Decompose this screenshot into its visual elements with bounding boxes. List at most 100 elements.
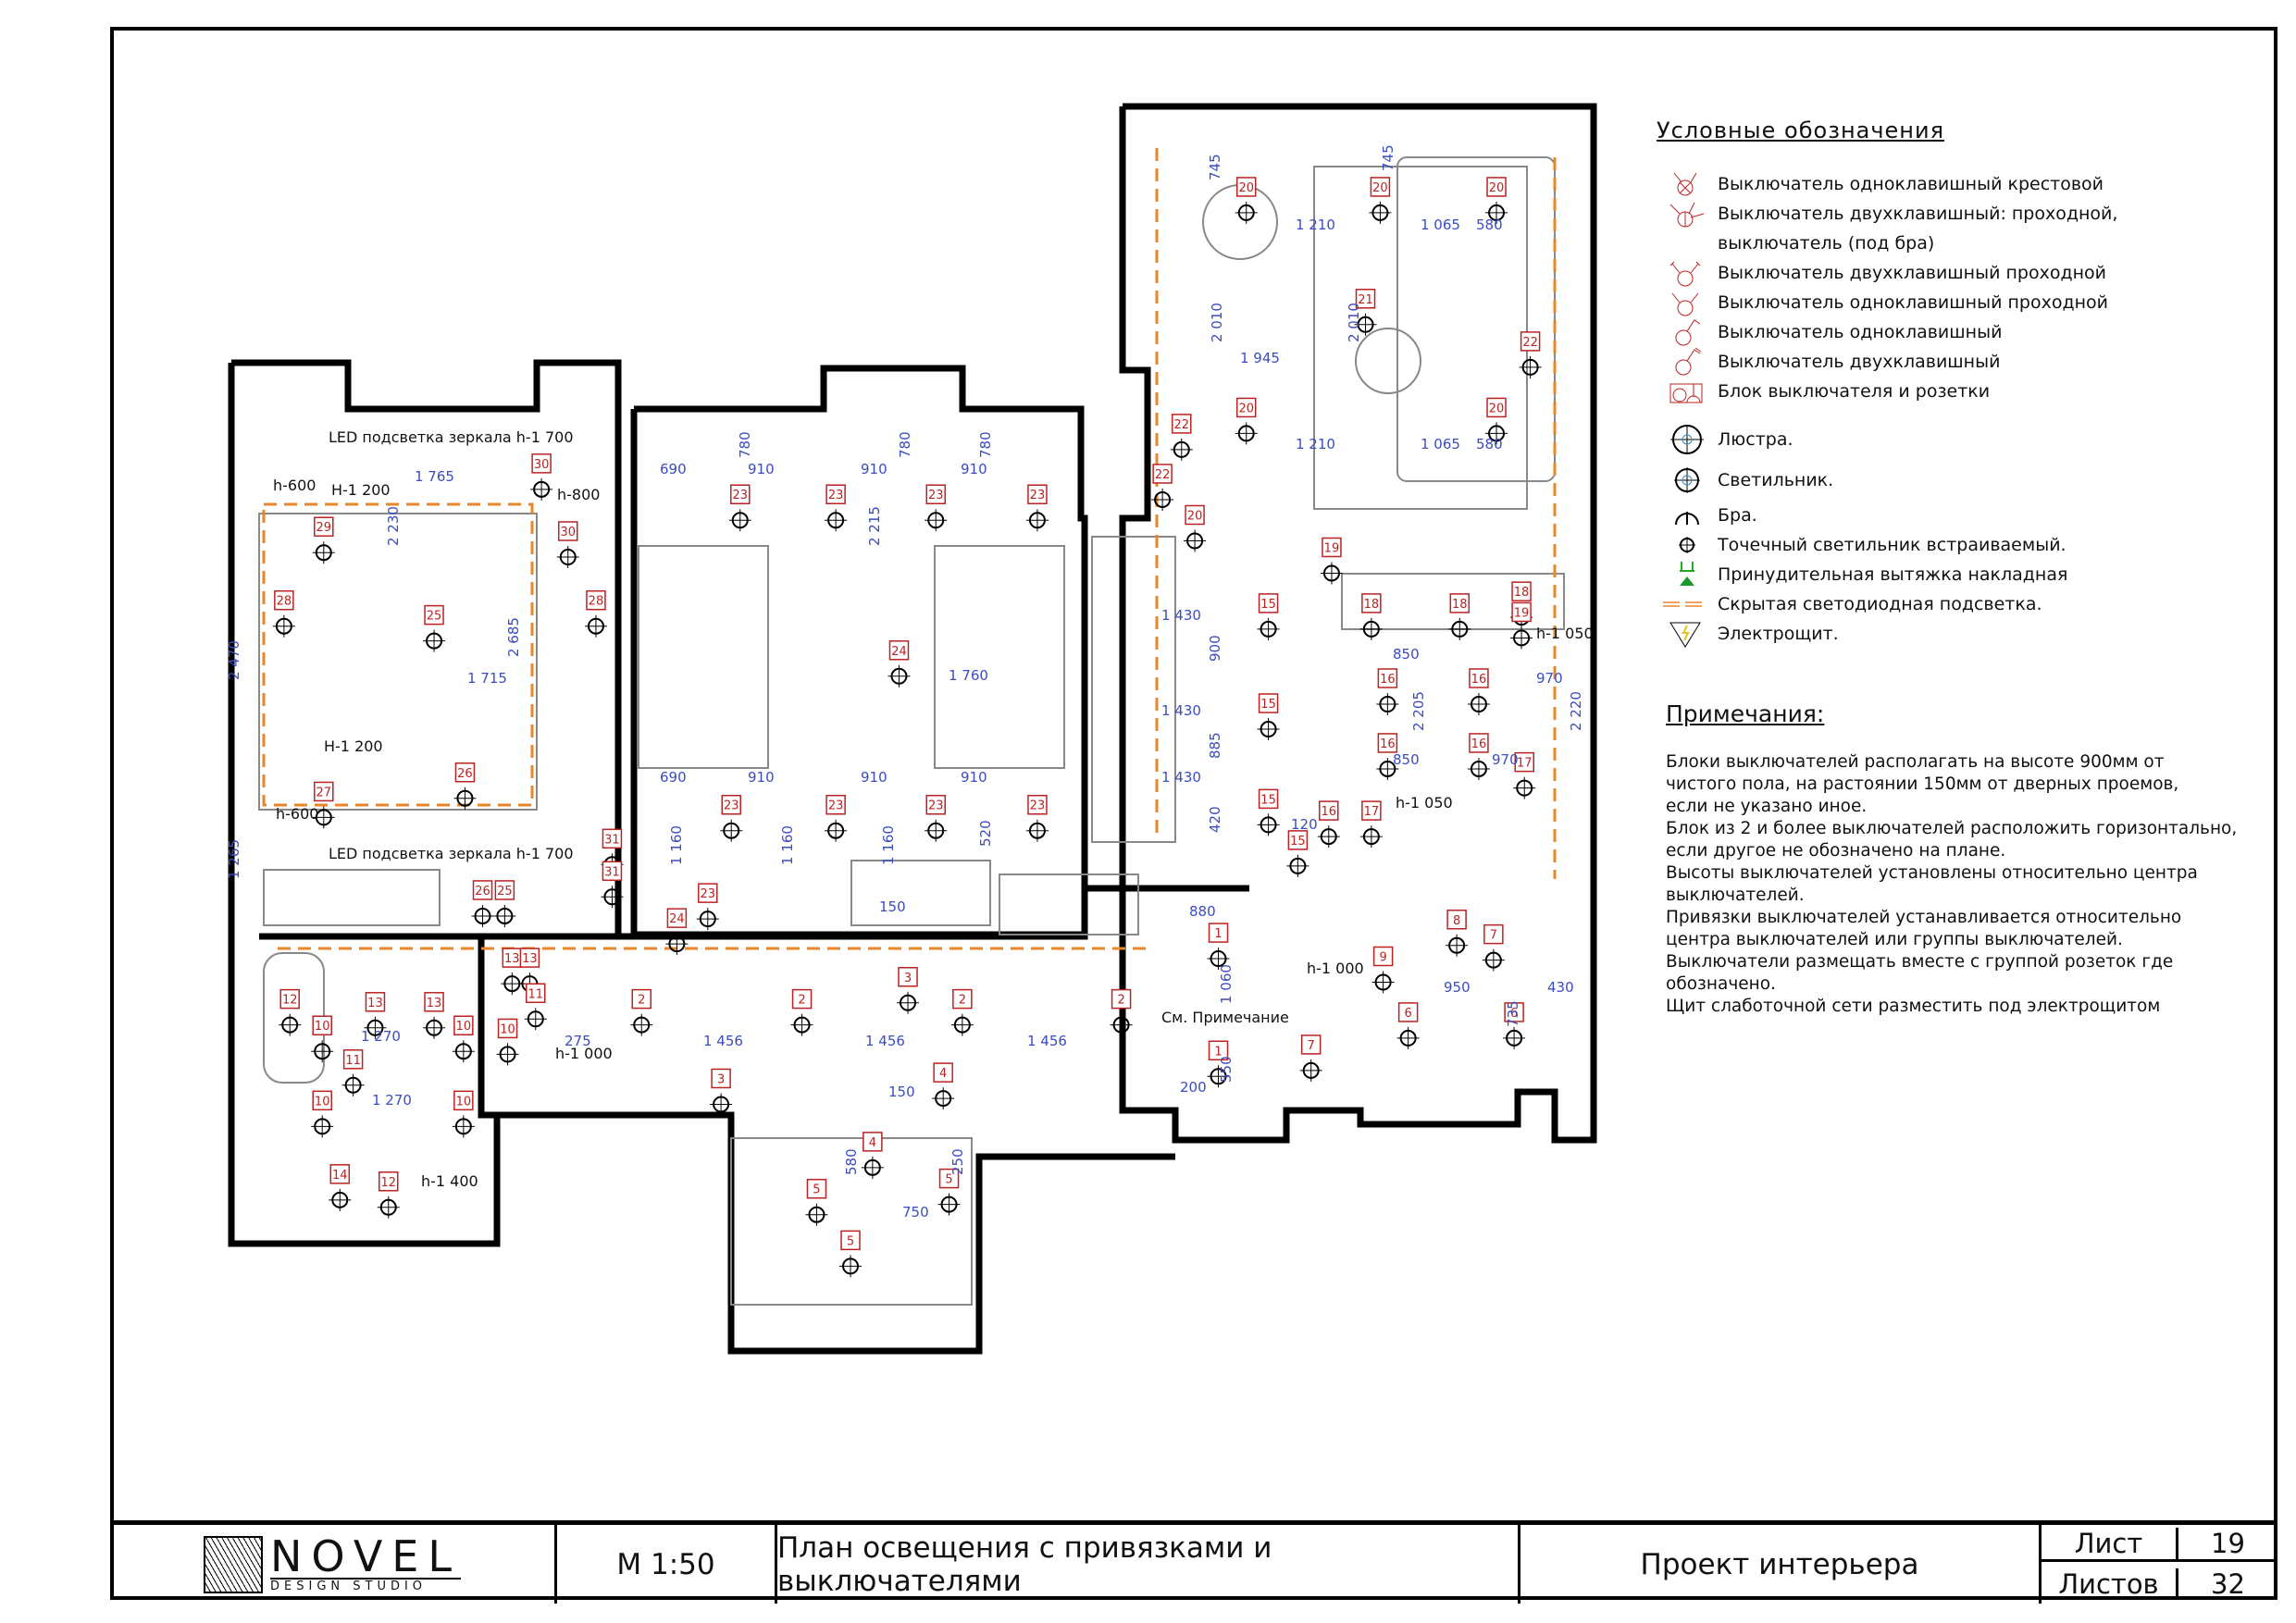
fixture-marker: 5 [805, 1178, 828, 1226]
note-line: Высоты выключателей установлены относите… [1666, 863, 2198, 883]
fixture-number: 29 [316, 521, 332, 535]
logo: NOVEL DESIGN STUDIO [110, 1525, 557, 1604]
lamp-icon [1674, 467, 1700, 493]
fixture-number: 19 [1324, 541, 1340, 555]
plan-label: h-600 [276, 805, 318, 823]
logo-name: NOVEL [270, 1531, 461, 1581]
plan-label: H-1 200 [331, 481, 391, 499]
fixture-number: 24 [891, 645, 907, 659]
fixture-number: 8 [1453, 914, 1460, 928]
dimension-label: 1 430 [1161, 702, 1201, 719]
legend-label: Люстра. [1718, 429, 1793, 450]
legend-label: Скрытая светодиодная подсветка. [1718, 594, 2042, 614]
fixture-number: 10 [500, 1022, 515, 1036]
fixture-marker: 15 [1286, 830, 1309, 877]
fixture-number: 15 [1260, 598, 1276, 612]
electrical-panel-icon [1669, 622, 1701, 648]
dimension-label: 1 765 [415, 468, 454, 485]
fixture-number: 23 [701, 887, 716, 901]
dimension-label: 580 [1476, 436, 1503, 452]
dimension-label: 885 [1207, 732, 1223, 759]
fixture-marker: 23 [1025, 794, 1049, 842]
legend-label: Бра. [1718, 505, 1757, 526]
dimension-label: 1 456 [1027, 1033, 1067, 1049]
fixture-marker: 23 [825, 794, 848, 842]
fixture-number: 3 [904, 972, 912, 985]
fixture-marker: 19 [1510, 601, 1533, 650]
dimension-label: 735 [1505, 1000, 1521, 1027]
dimension-label: 950 [1444, 979, 1471, 996]
fixture-marker: 10 [452, 1015, 475, 1063]
fixture-marker: 17 [1359, 800, 1383, 849]
fixture-number: 12 [380, 1176, 396, 1190]
dimension-label: 1 270 [361, 1028, 401, 1045]
fixture-marker: 10 [496, 1018, 519, 1066]
dimension-label: 150 [879, 898, 906, 915]
dimension-label: 2 010 [1346, 303, 1362, 342]
fixture-marker: 25 [423, 604, 446, 652]
dimension-label: 1 430 [1161, 607, 1201, 624]
fixture-number: 24 [669, 912, 685, 926]
fixture-marker: 26 [471, 880, 494, 927]
legend-label: Принудительная вытяжка накладная [1718, 564, 2068, 585]
note-line: Щит слаботочной сети разместить под элек… [1666, 997, 2161, 1016]
one-key-switch-icon [1675, 319, 1701, 346]
dimension-label: 2 215 [866, 506, 883, 546]
dimension-label: 1 270 [372, 1092, 412, 1109]
fixture-marker: 29 [312, 516, 335, 564]
fixture-marker: 26 [453, 762, 477, 810]
note-line: если другое не обозначено на плане. [1666, 841, 2006, 861]
legend-label: Электрощит. [1718, 624, 1839, 644]
dimension-label: 1 456 [865, 1033, 905, 1049]
fixture-marker: 8 [1446, 910, 1469, 957]
dimension-label: 275 [565, 1033, 591, 1049]
fixture-marker: 22 [1519, 331, 1542, 378]
note-line: обозначено. [1666, 974, 1776, 994]
fixture-marker: 13 [364, 992, 387, 1039]
fixture-marker: 3 [897, 967, 920, 1014]
legend-item: Принудительная вытяжка накладная [1657, 560, 2267, 589]
legend-label: выключатель (под бра) [1718, 233, 1935, 254]
dimension-label: 250 [949, 1148, 966, 1175]
fixture-marker: 14 [329, 1164, 352, 1211]
fixture-marker: 12 [279, 988, 302, 1036]
dimension-label: 520 [977, 820, 994, 847]
fixture-marker: 22 [1151, 464, 1174, 511]
fixture-number: 26 [475, 885, 490, 898]
fixture-number: 2 [798, 994, 805, 1008]
fixture-marker: 4 [861, 1132, 884, 1179]
fixture-marker: 1 [1207, 1040, 1230, 1088]
fixture-marker: 21 [1354, 289, 1377, 336]
fixture-marker: 3 [710, 1068, 733, 1116]
fixture-marker: 15 [1257, 693, 1280, 741]
fixture-number: 26 [457, 767, 473, 781]
fixture-number: 2 [1117, 994, 1124, 1008]
dimension-label: 2 685 [505, 617, 522, 657]
dimension-label: 850 [1393, 751, 1420, 768]
legend-item: Скрытая светодиодная подсветка. [1657, 589, 2267, 619]
plan-label: h-1 000 [555, 1045, 613, 1062]
dimension-label: 550 [1218, 1056, 1235, 1083]
fixture-marker: 20 [1369, 177, 1392, 224]
fixture-marker: 24 [887, 640, 911, 688]
fixture-marker: 23 [720, 794, 743, 842]
fixture-number: 23 [1030, 489, 1046, 502]
fixture-number: 4 [939, 1067, 947, 1081]
fixture-number: 2 [638, 994, 645, 1008]
dimension-label: 970 [1492, 751, 1519, 768]
fixture-marker: 31 [601, 861, 624, 909]
dimension-label: 880 [1189, 903, 1216, 920]
legend-item: Выключатель одноклавишный проходной [1657, 288, 2267, 317]
two-key-passthrough-sconce-switch-icon [1669, 202, 1705, 228]
fixture-number: 15 [1260, 698, 1276, 712]
legend-item: Выключатель двухклавишный: проходной, [1657, 199, 2267, 229]
fixture-number: 13 [504, 952, 520, 966]
walls [228, 103, 1597, 1355]
dimension-label: 1 160 [668, 825, 685, 865]
legend-item: Светильник. [1657, 460, 2267, 501]
logo-sub: DESIGN STUDIO [270, 1580, 428, 1593]
fixture-number: 23 [1030, 799, 1046, 813]
fixture-marker: 28 [584, 589, 607, 638]
fixture-marker: 12 [377, 1171, 400, 1219]
